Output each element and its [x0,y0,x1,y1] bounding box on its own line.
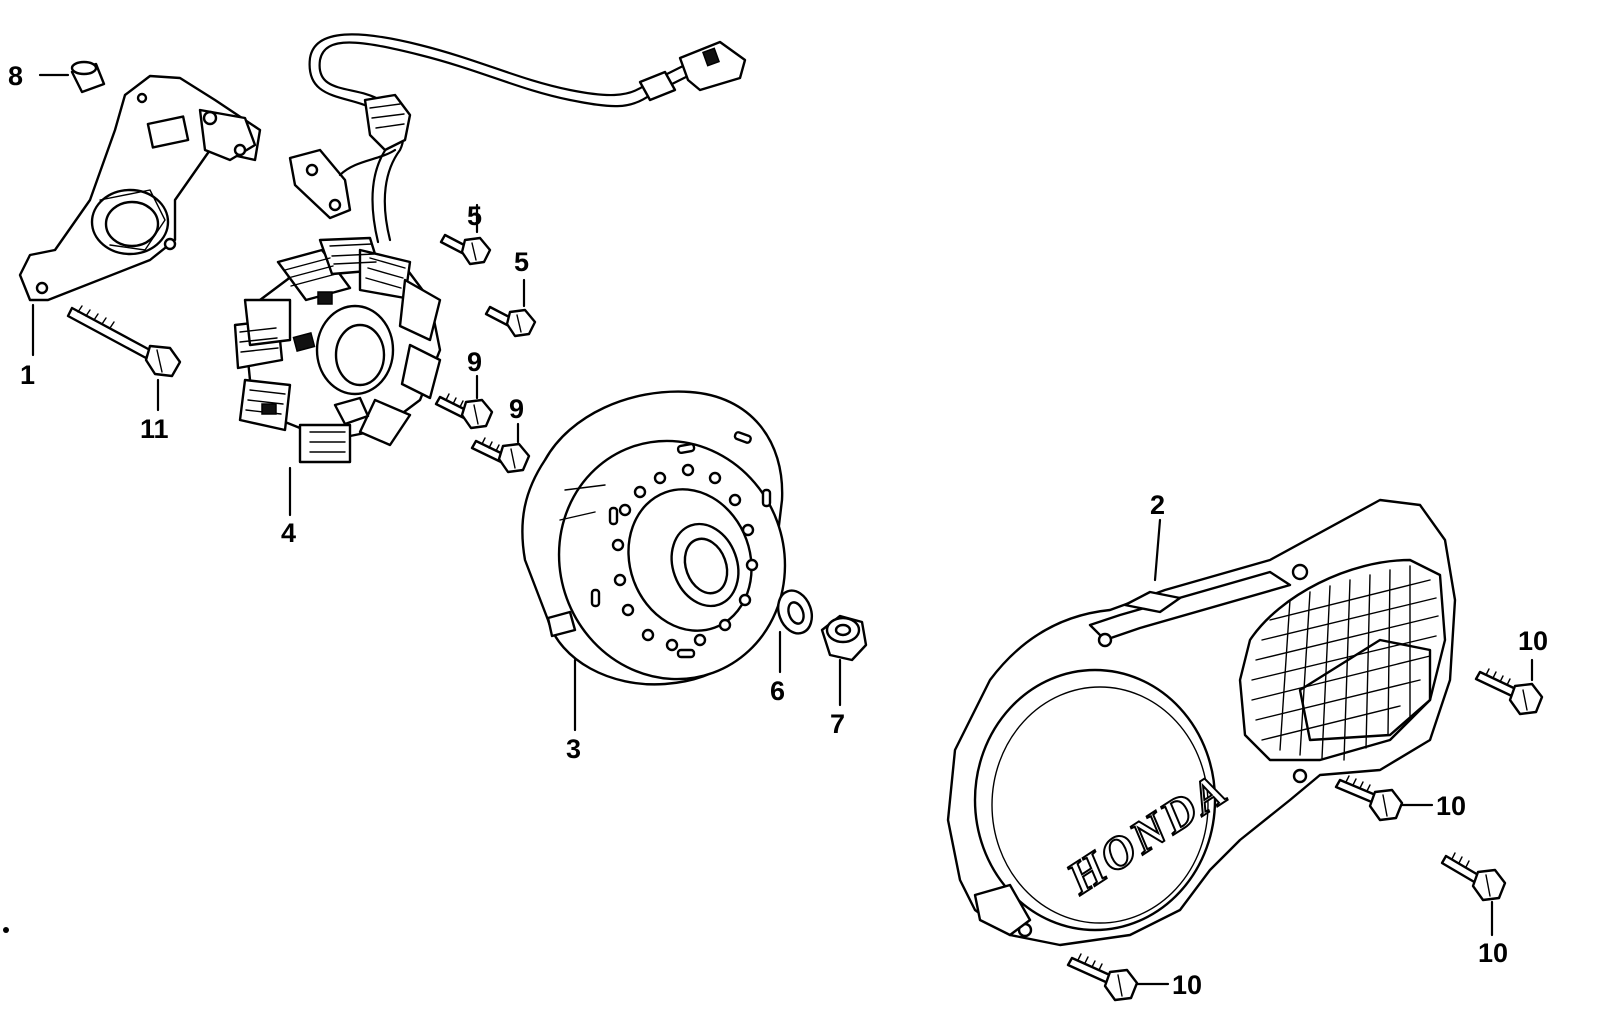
part-cover-bolt [1066,953,1139,1002]
part-cover-bolt [1334,775,1404,822]
callout-label: 10 [1478,938,1508,968]
leader-line [1153,518,1162,582]
callout-label: 2 [1150,490,1165,520]
part-stator [233,236,442,464]
callout-label: 10 [1172,970,1202,1000]
callout-label: 8 [8,61,23,91]
part-short-bolt [439,233,492,266]
part-collar [70,60,106,94]
part-bolt [470,437,531,474]
part-nut [820,614,868,662]
callout-label: 5 [514,247,529,277]
part-crankcase-cover: HONDA [946,498,1457,947]
part-washer [776,589,814,635]
part-cover-bolt [1474,668,1544,716]
part-bolt [434,393,494,430]
callout-label: 7 [830,709,845,739]
callout-label: 9 [467,347,482,377]
part-cover-bolt [1440,852,1507,902]
callout-label: 3 [566,734,581,764]
part-short-bolt [484,305,537,338]
callout-label: 11 [140,414,169,444]
callout-label: 9 [509,394,524,424]
part-long-bolt [66,305,182,378]
callout-label: 1 [20,360,35,390]
cover-grille [1251,565,1439,761]
callout-label: 6 [770,676,785,706]
stray-mark [3,927,9,933]
part-bracket [18,74,262,302]
part-wire-harness [288,33,747,244]
callout-label: 5 [467,201,482,231]
part-flywheel [521,390,787,686]
callout-label: 10 [1518,626,1548,656]
callout-label: 10 [1436,791,1466,821]
callout-label: 4 [281,518,296,548]
